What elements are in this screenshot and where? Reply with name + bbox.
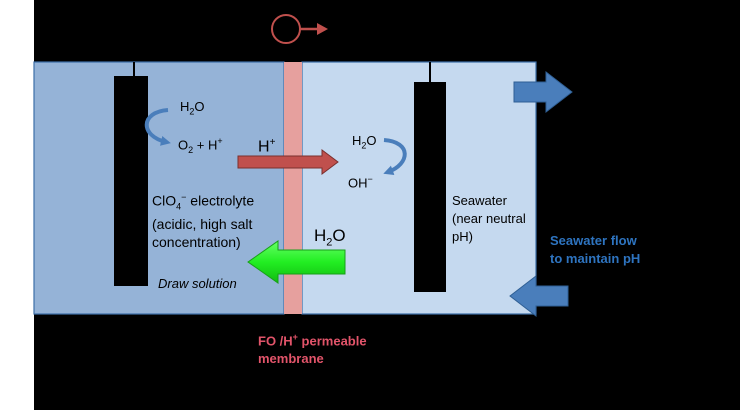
membrane [284,62,302,314]
seawater-flow-label: Seawater flow to maintain pH [550,232,640,268]
seawater-flow-line-2: to maintain pH [550,251,641,266]
circuit-wire [133,34,431,62]
membrane-label: FO /H+ permeable membrane [258,328,367,368]
water-label: H2O [314,226,346,249]
draw-solution-label: Draw solution [158,276,237,291]
anode-electrode [114,76,148,286]
proton-arrow [237,149,339,175]
anode-product-label: O2 + H+ [178,136,223,155]
anode-reactant-label: H2O [180,99,205,117]
anode-chamber [33,61,285,315]
seawater-line-1: Seawater [452,193,507,208]
seawater-line-3: pH) [452,229,473,244]
cathode-electrode [414,82,446,292]
circulation-pump-icon [271,14,328,44]
seawater-flow-line-1: Seawater flow [550,233,637,248]
cathode-product-label: OH− [348,174,373,191]
membrane-line-2: membrane [258,351,324,367]
flow-arrow-icon [513,70,573,114]
electrolyte-line-3: concentration) [152,234,241,251]
anode-reaction-arrow [144,108,171,146]
proton-label: H+ [258,137,276,156]
membrane-line-1: FO /H+ permeable [258,332,367,349]
cathode-reactant-label: H2O [352,133,377,151]
inflow-arrow [509,274,569,318]
electrolyte-line-1: ClO4− electrolyte [152,192,255,212]
electrolyte-description: ClO4− electrolyte (acidic, high salt con… [152,188,254,251]
electrolyte-line-2: (acidic, high salt [152,216,253,233]
cathode-reaction-arrow [383,138,407,175]
seawater-line-2: (near neutral [452,211,526,226]
water-arrow [247,240,346,284]
seawater-description: Seawater (near neutral pH) [452,192,526,246]
